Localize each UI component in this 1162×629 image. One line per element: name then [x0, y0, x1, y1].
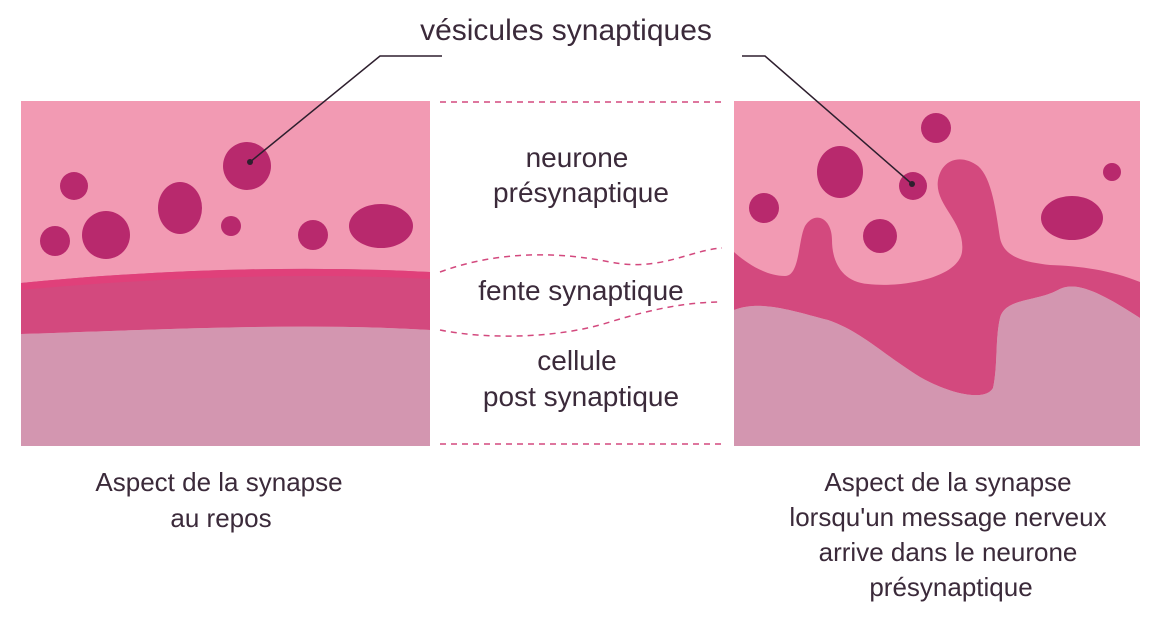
vesicle: [1041, 196, 1103, 240]
callout-dot-left: [247, 159, 253, 165]
callout-line-right: [742, 55, 913, 185]
cleft-upper-dashed-line: [439, 247, 723, 273]
right-panel-active-synapse: [734, 101, 1140, 446]
vesicle: [817, 146, 863, 198]
vesicle: [749, 193, 779, 223]
presynaptic-neuron-label-line1: neurone: [526, 142, 629, 173]
presynaptic-neuron-label-line2: présynaptique: [493, 177, 669, 208]
left-cleft-edge: [21, 268, 430, 290]
left-postsynaptic-cell: [21, 326, 430, 446]
vesicle: [298, 220, 328, 250]
right-synaptic-cleft-exocytosis: [734, 159, 1140, 396]
right-caption-line2: lorsqu'un message nerveux: [789, 502, 1106, 532]
right-caption-line3: arrive dans le neurone: [819, 537, 1078, 567]
right-postsynaptic-cell: [734, 286, 1140, 446]
vesicle: [1103, 163, 1121, 181]
left-caption-line1: Aspect de la synapse: [95, 467, 342, 497]
vesicle: [158, 182, 202, 234]
callout-lines: [249, 55, 913, 185]
cleft-lower-dashed-line: [439, 301, 723, 337]
vesicle: [82, 211, 130, 259]
left-caption-line2: au repos: [170, 503, 271, 533]
left-vesicles: [40, 142, 413, 259]
postsynaptic-cell-label-line2: post synaptique: [483, 381, 679, 412]
middle-separators: [439, 101, 723, 445]
vesicle: [921, 113, 951, 143]
postsynaptic-cell-label-line1: cellule: [537, 345, 616, 376]
vesicle: [863, 219, 897, 253]
left-panel-resting-synapse: [21, 101, 430, 446]
vesicle: [223, 142, 271, 190]
left-synaptic-cleft: [21, 268, 430, 334]
vesicle: [349, 204, 413, 248]
callout-dot-right: [909, 181, 915, 187]
callout-line-left: [249, 55, 442, 163]
vesicles-callout-label: vésicules synaptiques: [420, 14, 712, 47]
vesicle: [60, 172, 88, 200]
right-caption-line1: Aspect de la synapse: [824, 467, 1071, 497]
right-vesicles: [749, 113, 1121, 253]
synaptic-cleft-label: fente synaptique: [478, 275, 684, 306]
vesicle: [40, 226, 70, 256]
vesicle: [221, 216, 241, 236]
right-caption-line4: présynaptique: [869, 572, 1032, 602]
